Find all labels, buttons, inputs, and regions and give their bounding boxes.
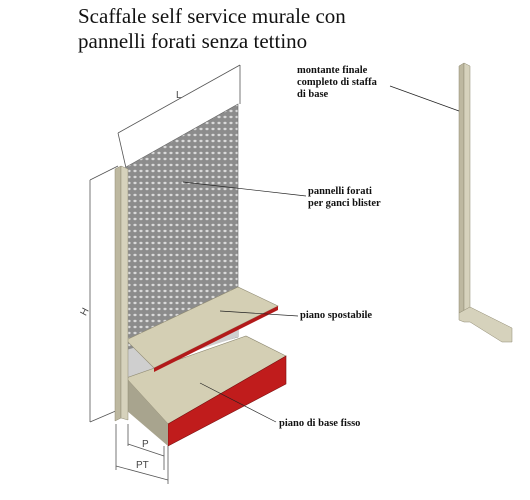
label-perforated-panels-line-2: per ganci blister	[308, 198, 381, 209]
end-upright-foot	[458, 306, 513, 343]
label-end-upright-line-1: montante finale	[297, 65, 368, 76]
title-line-2: pannelli forati senza tettino	[78, 29, 308, 53]
label-movable-shelf: piano spostabile	[300, 310, 373, 321]
dimension-length	[117, 64, 241, 169]
left-upright-front	[120, 165, 129, 421]
end-upright-side	[458, 62, 465, 317]
label-perforated-panels-line-1: pannelli forati	[308, 186, 372, 197]
leader-lines	[182, 85, 460, 423]
label-end-upright: montante finale completo di staffa di ba…	[297, 65, 377, 101]
label-perforated-panels: pannelli forati per ganci blister	[308, 186, 381, 210]
dimension-height	[89, 165, 119, 423]
dimension-length-label: L	[176, 90, 182, 101]
dimension-depth	[115, 424, 169, 484]
end-upright-front	[463, 62, 471, 317]
label-end-upright-line-2: completo di staffa	[297, 77, 377, 88]
label-base-shelf: piano di base fisso	[279, 418, 361, 429]
base-shelf-side	[126, 378, 168, 446]
dimension-depth-label: P	[142, 439, 149, 450]
left-upright-side	[114, 165, 122, 422]
dimension-total-depth-label: PT	[136, 460, 149, 471]
movable-shelf-edge	[154, 306, 278, 372]
title-line-1: Scaffale self service murale con	[78, 4, 346, 28]
dimension-height-label: H	[79, 306, 92, 318]
label-end-upright-line-3: di base	[297, 89, 329, 100]
diagram-title: Scaffale self service murale con pannell…	[78, 4, 518, 54]
